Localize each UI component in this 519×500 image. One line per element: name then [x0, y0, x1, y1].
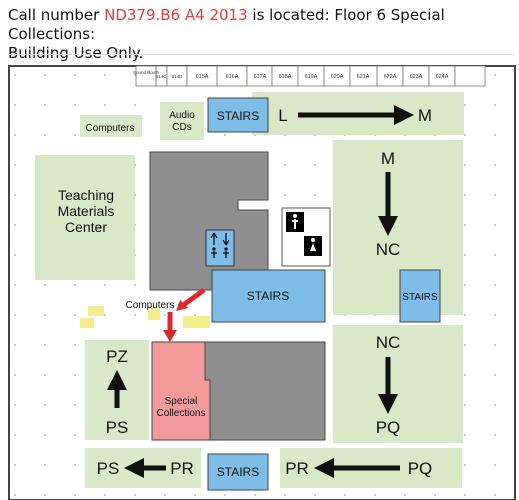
room-label: 620A	[331, 74, 344, 80]
red-arrow-icon	[163, 287, 206, 342]
call-number: ND379.B6 A4 2013	[104, 6, 248, 24]
room-label: 614C	[156, 74, 168, 79]
stack-block-upper	[149, 151, 269, 291]
desks	[80, 306, 210, 328]
center-label: Center	[65, 219, 107, 235]
special-label: Special	[165, 396, 198, 407]
room-label: 624A	[436, 74, 449, 80]
restroom-women-icon	[304, 236, 322, 256]
range-nc-lower: NC	[376, 333, 401, 352]
prefix-text: Call number	[8, 6, 100, 24]
room-strip	[135, 65, 486, 87]
room-label: Sound Booth	[133, 70, 160, 75]
room-label: 617A	[254, 74, 267, 80]
range-m-top: M	[418, 106, 432, 125]
desk	[80, 318, 94, 328]
desk	[88, 306, 104, 316]
range-pq-lower: PQ	[376, 418, 401, 437]
divider	[8, 54, 513, 55]
zone-m-nc	[333, 140, 463, 315]
restroom-men-icon	[286, 212, 304, 232]
stack-blocks	[149, 151, 326, 441]
location-message: Call number ND379.B6 A4 2013 is located:…	[8, 6, 513, 63]
room-label: 618A	[279, 74, 292, 80]
elevator-icon	[205, 229, 235, 267]
room-label: 623A	[410, 74, 423, 80]
desk	[148, 308, 160, 320]
usage-note: Building Use Only.	[8, 44, 144, 62]
room-labels: Sound Booth 614C 614D 615A 616A 617A 618…	[133, 70, 449, 80]
room-label: 619A	[305, 74, 318, 80]
zone-teaching	[35, 155, 135, 280]
materials-label: Materials	[58, 203, 115, 219]
room-label: 615A	[196, 74, 209, 80]
stairs-middle	[211, 269, 326, 323]
stairs-bottom-label: STAIRS	[217, 465, 259, 479]
stairs-right	[399, 269, 441, 323]
audio-label: Audio	[169, 110, 195, 121]
stairs-top	[207, 97, 269, 133]
range-pr-bottom-right: PR	[285, 459, 309, 478]
stairs-middle-label: STAIRS	[247, 289, 289, 303]
cds-label: CDs	[172, 122, 191, 133]
special-collections-room	[151, 341, 211, 441]
range-pq-bottom: PQ	[408, 459, 433, 478]
stairs-top-label: STAIRS	[217, 109, 259, 123]
green-zones	[35, 92, 464, 488]
range-ps-bottom: PS	[97, 459, 120, 478]
desk	[183, 316, 210, 328]
room-label: 614D	[172, 74, 184, 79]
room-label: 616A	[226, 74, 239, 80]
teaching-label: Teaching	[58, 187, 114, 203]
stairs-bottom	[207, 453, 269, 491]
zone-computers-top	[80, 115, 142, 137]
stack-block-lower	[204, 341, 326, 441]
range-m-right: M	[381, 149, 395, 168]
zone-nc-pq	[333, 325, 463, 443]
computers-top-label: Computers	[86, 123, 135, 134]
stairs-right-label: STAIRS	[402, 292, 438, 303]
room-label: 622A	[384, 74, 397, 80]
range-l: L	[278, 106, 287, 125]
location-text: is located: Floor 6 Special Collections:	[8, 6, 445, 43]
range-nc-right: NC	[376, 240, 401, 259]
zone-audio	[160, 102, 204, 140]
room-label: 621A	[357, 74, 370, 80]
range-pr-bottom-left: PR	[170, 459, 194, 478]
range-pz: PZ	[106, 347, 128, 366]
range-ps-left: PS	[106, 418, 129, 437]
collections-label: Collections	[157, 408, 206, 419]
computers-mid-label: Computers	[126, 300, 175, 311]
